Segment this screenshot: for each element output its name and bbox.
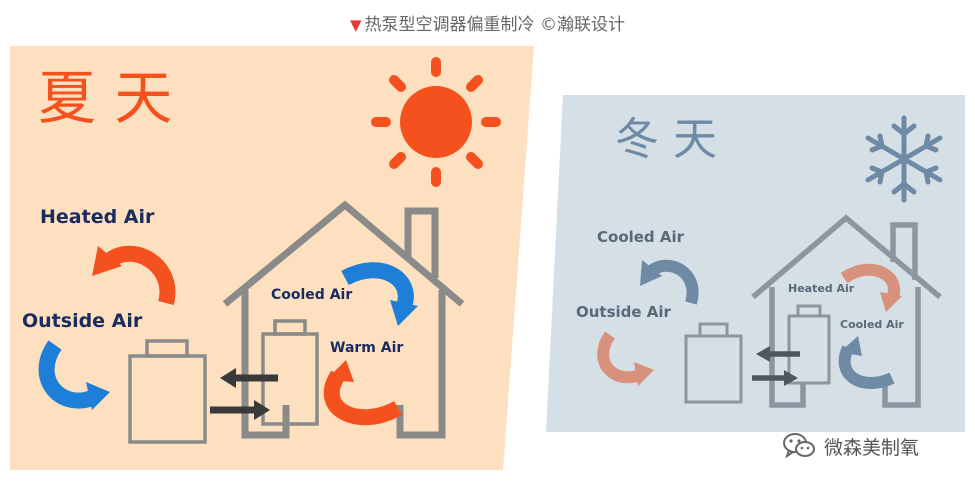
summer-panel: 夏 天 [10,46,534,470]
wechat-icon [783,433,815,459]
snowflake-icon [865,115,943,203]
summer-label-warm-air: Warm Air [330,340,403,356]
summer-cooled-air-arrow [341,262,418,326]
winter-title: 冬 天 [615,114,717,165]
summer-label-cooled-air: Cooled Air [271,287,352,303]
sun-icon [371,57,501,187]
summer-label-heated-air: Heated Air [40,206,155,228]
caption-text: 热泵型空调器偏重制冷 ©瀚联设计 [364,15,625,35]
triangle-marker-icon: ▼ [350,16,362,34]
winter-house [751,214,942,408]
summer-background [10,46,534,470]
winter-panel: 冬 天 [546,95,965,432]
winter-label-cooled-air-inside: Cooled Air [840,318,904,331]
summer-house [222,200,465,439]
winter-heated-air-arrow [840,263,902,312]
winter-label-cooled-air: Cooled Air [597,228,685,246]
summer-outside-air-arrow [38,340,110,410]
winter-outdoor-unit-cap [698,322,729,338]
winter-label-outside-air: Outside Air [576,303,672,321]
winter-cooled-air-inside-arrow [838,336,895,389]
summer-label-outside-air: Outside Air [22,310,143,332]
summer-indoor-unit-cap [273,319,307,336]
watermark: 微森美制氧 [782,428,919,464]
winter-cooled-air-arrow [640,259,699,305]
summer-outdoor-unit-cap [145,339,189,358]
figure-caption: ▼热泵型空调器偏重制冷 ©瀚联设计 [0,10,975,35]
winter-exchange-arrows [752,346,800,386]
summer-heated-air-arrow [92,245,176,306]
winter-outside-air-arrow [597,331,654,386]
watermark-text: 微森美制氧 [824,436,920,459]
summer-warm-air-arrow [323,360,403,426]
summer-exchange-arrows [210,368,278,420]
winter-label-heated-air: Heated Air [788,282,855,295]
winter-indoor-unit-cap [796,304,822,318]
summer-title: 夏 天 [38,64,172,132]
